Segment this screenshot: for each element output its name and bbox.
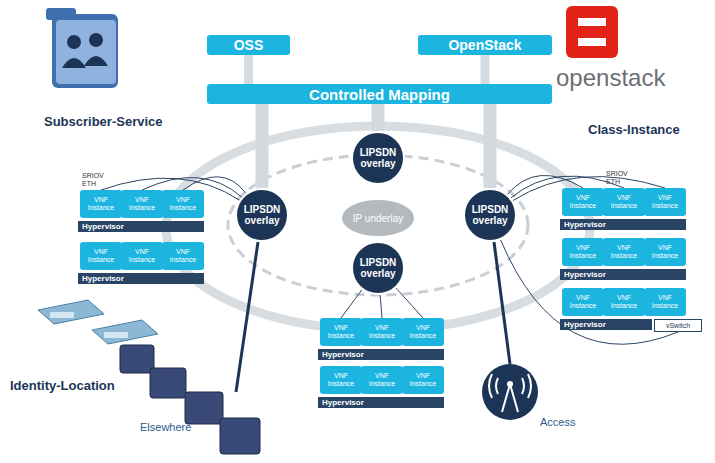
node-text: VNF Instance bbox=[644, 294, 686, 309]
node-text: Hypervisor bbox=[82, 223, 124, 231]
label: SRIOV ETH bbox=[82, 172, 112, 187]
connector bbox=[484, 104, 497, 188]
vnf-box: VNF Instance bbox=[644, 288, 686, 316]
vnf-box: VNF Instance bbox=[402, 366, 444, 394]
node-text: VNF Instance bbox=[121, 196, 163, 211]
vnf-box: VNF Instance bbox=[121, 242, 163, 270]
node-text: Controlled Mapping bbox=[309, 86, 450, 103]
node-text: VNF Instance bbox=[162, 248, 204, 263]
vnf-box: VNF Instance bbox=[80, 242, 122, 270]
hypervisor-bar: Hypervisor bbox=[78, 221, 204, 232]
node-text: Hypervisor bbox=[564, 321, 606, 329]
connector bbox=[396, 288, 423, 318]
node-text: VNF Instance bbox=[603, 244, 645, 259]
node-text: vSwitch bbox=[666, 322, 690, 329]
logo-text: openstack bbox=[556, 64, 665, 92]
connector bbox=[372, 104, 385, 131]
vnf-box: VNF Instance bbox=[320, 366, 362, 394]
node-text: VNF Instance bbox=[562, 244, 604, 259]
vnf-box: VNF Instance bbox=[361, 318, 403, 346]
node-text: VNF Instance bbox=[320, 324, 362, 339]
vnf-box: VNF Instance bbox=[121, 190, 163, 218]
label: Access bbox=[540, 416, 575, 428]
vnf-box: VNF Instance bbox=[562, 238, 604, 266]
vnf-box: VNF Instance bbox=[162, 242, 204, 270]
connector bbox=[481, 55, 490, 84]
node-text: Hypervisor bbox=[564, 221, 606, 229]
overlay-circle: LIPSDN overlay bbox=[463, 188, 517, 242]
vnf-box: VNF Instance bbox=[80, 190, 122, 218]
overlay-circle: LIPSDN overlay bbox=[351, 241, 405, 295]
connector bbox=[244, 55, 253, 84]
node-text: LIPSDN overlay bbox=[237, 204, 287, 226]
node-text: OSS bbox=[234, 37, 264, 53]
system-box: OSS bbox=[207, 35, 290, 55]
vnf-box: VNF Instance bbox=[402, 318, 444, 346]
node-text: VNF Instance bbox=[562, 294, 604, 309]
node-text: LIPSDN overlay bbox=[353, 257, 403, 279]
node-text: VNF Instance bbox=[644, 194, 686, 209]
underlay-ellipse: IP underlay bbox=[342, 200, 414, 236]
vnf-box: VNF Instance bbox=[162, 190, 204, 218]
vnf-box: VNF Instance bbox=[644, 188, 686, 216]
vnf-box: VNF Instance bbox=[361, 366, 403, 394]
hypervisor-bar: Hypervisor bbox=[78, 273, 204, 284]
label: SRIOV ETH bbox=[606, 170, 636, 185]
node-text: Hypervisor bbox=[82, 275, 124, 283]
label: Elsewhere bbox=[140, 421, 191, 433]
connector bbox=[341, 290, 362, 318]
vnf-box: VNF Instance bbox=[603, 288, 645, 316]
node-text: VNF Instance bbox=[402, 372, 444, 387]
hypervisor-bar: Hypervisor bbox=[560, 219, 686, 230]
system-box: OpenStack bbox=[418, 35, 552, 55]
node-text: VNF Instance bbox=[80, 196, 122, 211]
node-text: Hypervisor bbox=[322, 351, 364, 359]
node-text: IP underlay bbox=[353, 213, 403, 224]
vnf-box: VNF Instance bbox=[603, 188, 645, 216]
overlay-circle: LIPSDN overlay bbox=[351, 131, 405, 185]
node-text: VNF Instance bbox=[121, 248, 163, 263]
mapping-band: Controlled Mapping bbox=[207, 84, 552, 104]
node-text: VNF Instance bbox=[320, 372, 362, 387]
node-text: VNF Instance bbox=[361, 324, 403, 339]
node-text: OpenStack bbox=[448, 37, 521, 53]
node-text: Hypervisor bbox=[564, 271, 606, 279]
connector bbox=[256, 104, 269, 188]
node-text: VNF Instance bbox=[603, 194, 645, 209]
label: Subscriber-Service bbox=[44, 114, 163, 129]
label: Identity-Location bbox=[10, 378, 115, 393]
hypervisor-bar: Hypervisor bbox=[560, 319, 652, 330]
overlay-circle: LIPSDN overlay bbox=[235, 188, 289, 242]
hypervisor-bar: Hypervisor bbox=[318, 349, 444, 360]
node-text: VNF Instance bbox=[80, 248, 122, 263]
hypervisor-bar: Hypervisor bbox=[560, 269, 686, 280]
node-text: VNF Instance bbox=[162, 196, 204, 211]
vnf-box: VNF Instance bbox=[562, 188, 604, 216]
vnf-box: VNF Instance bbox=[603, 238, 645, 266]
vswitch-box: vSwitch bbox=[654, 319, 702, 332]
label: Class-Instance bbox=[588, 122, 680, 137]
node-text: Hypervisor bbox=[322, 399, 364, 407]
node-text: LIPSDN overlay bbox=[465, 204, 515, 226]
node-text: VNF Instance bbox=[562, 194, 604, 209]
node-text: VNF Instance bbox=[644, 244, 686, 259]
vnf-box: VNF Instance bbox=[644, 238, 686, 266]
connector bbox=[380, 295, 382, 318]
node-text: LIPSDN overlay bbox=[353, 147, 403, 169]
node-text: VNF Instance bbox=[361, 372, 403, 387]
node-text: VNF Instance bbox=[402, 324, 444, 339]
node-text: VNF Instance bbox=[603, 294, 645, 309]
vnf-box: VNF Instance bbox=[562, 288, 604, 316]
vnf-box: VNF Instance bbox=[320, 318, 362, 346]
hypervisor-bar: Hypervisor bbox=[318, 397, 444, 408]
